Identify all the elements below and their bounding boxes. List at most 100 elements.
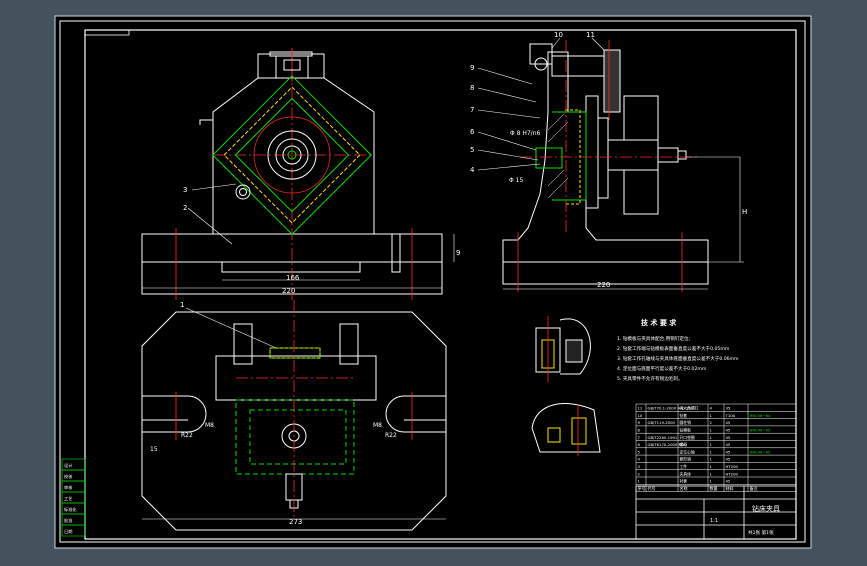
dim-side-height: H [742,208,747,216]
bom-header-cell: 数量 [710,485,718,491]
side-dims [503,156,744,290]
balloon-side-9: 9 [470,64,474,72]
bom-cell: 5 [638,449,641,454]
front-view [141,48,443,300]
balloon-side-8: 8 [470,84,474,92]
bom-cell: 35 [726,406,731,411]
bom-cell: 8 [638,428,641,433]
dim-top-width: 273 [289,518,302,526]
bom-cell: 3 [638,464,641,469]
dim-side-base: 220 [597,281,610,289]
bom-cell: 45 [726,428,731,433]
bom-cell: 1 [710,449,713,454]
detail-views [531,316,601,456]
bom-cell: 45 [726,449,731,454]
outer-frame [59,20,806,543]
bom-cell: 衬套 [680,479,688,484]
bom-cell: 2 [710,420,713,425]
note-line-2: 2. 钻套工作端与钻模板表面垂直度公差不大于0.05mm [617,345,730,352]
bom-cell: 4 [710,406,713,411]
bom-cell: 菱形销 [680,457,692,462]
bom-cell: 圆柱销 [680,420,692,425]
bom-cell: HT200 [726,471,739,476]
balloon-front-2: 2 [183,204,187,212]
dim-front-inner: 166 [286,274,300,282]
left-block-cell [61,524,86,537]
front-dims [142,234,455,289]
bom-cell: 11 [638,406,643,411]
bom-cell: 定位心轴 [680,449,695,454]
left-block-label: 设计 [64,462,72,469]
left-block-label: 校核 [64,473,73,480]
bom-cell: HRC58~64 [750,413,771,418]
bom-header-cell: 代号 [648,485,656,491]
dim-dia-a: Φ 8 H7/n6 [510,130,541,137]
bom-cell: 1 [710,413,713,418]
bom-cell: 4 [638,457,641,462]
bom-cell: 10 [638,413,643,418]
balloon-side-11: 11 [586,31,595,39]
bom-cell: GB/T6170-2000 M10 [648,442,688,447]
top-view [141,300,447,531]
title-name: 钻床夹具 [752,504,780,513]
left-block-label: 标准化 [64,506,77,513]
side-body [502,51,709,285]
bom-cell: 1 [710,471,713,476]
bom-cell: 工件 [680,464,688,469]
bom-cell: GB/T70.1-2000 M8×25 [648,406,692,411]
note-line-1: 1. 钻模板与夹具体配合,用销钉定位; [617,335,691,342]
left-block-label: 审核 [64,484,73,491]
balloon-side-7: 7 [470,106,474,114]
tech-requirements: 技 术 要 求 1. 钻模板与夹具体配合,用销钉定位; 2. 钻套工作端与钻模板… [617,318,739,382]
bom-header-cell: 备注 [750,485,758,491]
top-dims [142,307,446,520]
bom-cell: 钻套 [680,413,688,418]
dim-slot-left: 15 [150,446,158,453]
left-block-label: 工艺 [64,496,72,501]
note-line-4: 4. 定位面与底面平行度公差不大于0.02mm [617,365,707,372]
bom-cell: 45 [726,420,731,425]
bom-cell: 1 [710,435,713,440]
inner-frame [84,29,797,540]
balloon-side-4: 4 [470,166,475,174]
title-scale: 1:1 [710,518,718,524]
bom-cell: 2 [638,471,641,476]
bom-cell: 钻模板 [680,428,692,433]
bom-cell: 开口垫圈 [680,435,695,440]
bom-header-cell: 材料 [726,485,734,491]
notes-title: 技 术 要 求 [641,318,677,327]
sheet-border [54,15,812,549]
bom-cell: 1 [710,457,713,462]
bom-cell: 6 [638,442,641,447]
dim-bolt-left: M8 [205,422,214,429]
note-line-3: 3. 钻套工作孔轴线与夹具体底面垂直度公差不大于0.06mm [617,355,739,362]
bom-cell: 螺母 [680,442,688,447]
dim-bolt-right: M8 [373,422,382,429]
balloon-side-10: 10 [554,31,563,39]
bom-header-cell: 序号 [638,485,646,491]
dim-r-left: R22 [181,432,193,439]
dim-r-right: R22 [385,432,397,439]
bom-cell: 9 [638,420,641,425]
dim-dia-b: Φ 15 [509,177,523,184]
bom-cell: GB/T119-2000 [648,420,676,425]
note-line-5: 5. 夹具零件不允许有锐边毛刺。 [617,375,683,382]
bom-cell: 1 [710,464,713,469]
bom-cell: 1 [710,442,713,447]
balloon-front-3: 3 [183,186,187,194]
balloon-side-5: 5 [470,146,474,154]
bom-cell: 45 [726,435,731,440]
balloon-side-6: 6 [470,128,475,136]
bom-cell: HRC40~45 [750,428,771,433]
bom-cell: GB/T2260-1991 [648,435,678,440]
bom-cell: 45 [726,442,731,447]
bom-cell: 1 [638,479,641,484]
dim-front-outer: 220 [282,287,295,295]
front-workpiece [212,75,372,235]
bom-cell: 夹具体 [680,471,692,476]
bom-cell: T10A [725,413,736,418]
bom-cell: HRC40~45 [750,449,771,454]
